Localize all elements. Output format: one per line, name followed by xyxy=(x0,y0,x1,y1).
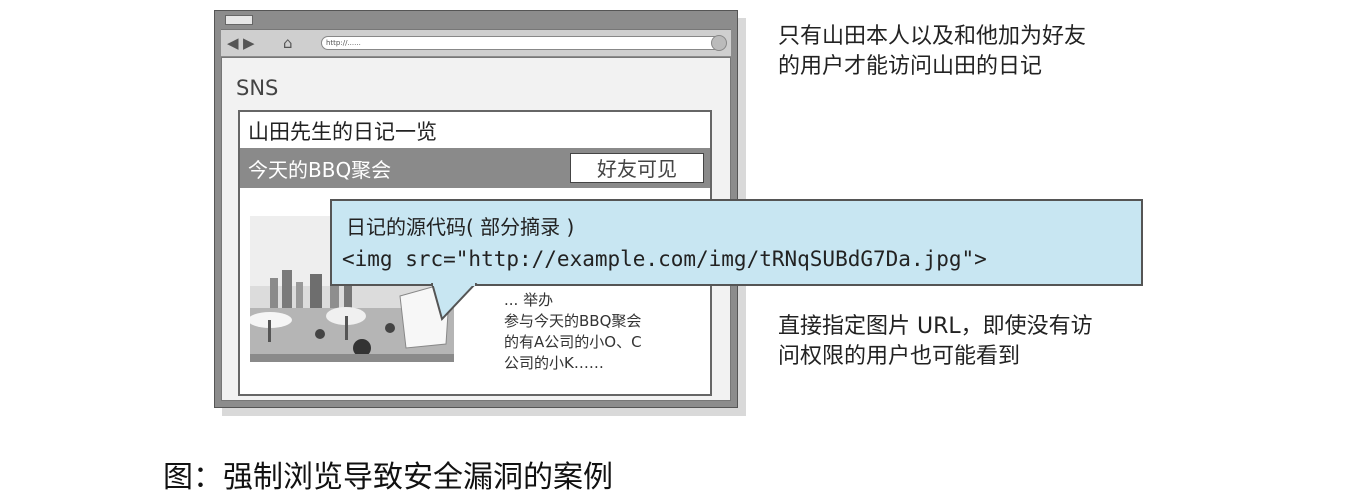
diary-entry-header: 今天的BBQ聚会 好友可见 xyxy=(240,148,710,188)
home-icon[interactable]: ⌂ xyxy=(283,34,293,52)
note-line: 的用户才能访问山田的日记 xyxy=(778,54,1043,79)
source-code-callout: 日记的源代码( 部分摘录 ) <img src="http://example.… xyxy=(330,199,1143,286)
note-line: 直接指定图片 URL，即使没有访 xyxy=(778,314,1093,339)
callout-code: <img src="http://example.com/img/tRNqSUB… xyxy=(342,247,987,271)
browser-toolbar: ◀ ▶ ⌂ http://...... xyxy=(221,29,731,56)
note-line: 问权限的用户也可能看到 xyxy=(778,344,1021,369)
url-access-note: 直接指定图片 URL，即使没有访 问权限的用户也可能看到 xyxy=(778,312,1093,372)
address-bar[interactable]: http://...... xyxy=(321,36,721,50)
entry-line: ... 举办 xyxy=(504,291,554,309)
forward-arrow-icon[interactable]: ▶ xyxy=(243,34,255,52)
entry-line: 参与今天的BBQ聚会 xyxy=(504,312,642,330)
diary-entry-title: 今天的BBQ聚会 xyxy=(248,158,392,182)
back-arrow-icon[interactable]: ◀ xyxy=(227,34,239,52)
diary-entry-text: ... 举办 参与今天的BBQ聚会 的有A公司的小O、C 公司的小K…… xyxy=(504,290,704,374)
site-name: SNS xyxy=(236,76,279,100)
diary-list-title: 山田先生的日记一览 xyxy=(248,120,437,144)
entry-line: 公司的小K…… xyxy=(504,354,604,372)
note-line: 只有山田本人以及和他加为好友 xyxy=(778,24,1087,49)
entry-line: 的有A公司的小O、C xyxy=(504,333,642,351)
access-note: 只有山田本人以及和他加为好友 的用户才能访问山田的日记 xyxy=(778,22,1086,82)
callout-title: 日记的源代码( 部分摘录 ) xyxy=(346,215,575,239)
figure-caption: 图：强制浏览导致安全漏洞的案例 xyxy=(163,460,613,495)
visibility-badge: 好友可见 xyxy=(570,153,704,183)
callout-pointer xyxy=(430,283,478,321)
window-tab xyxy=(225,15,253,25)
go-button[interactable] xyxy=(711,35,727,51)
